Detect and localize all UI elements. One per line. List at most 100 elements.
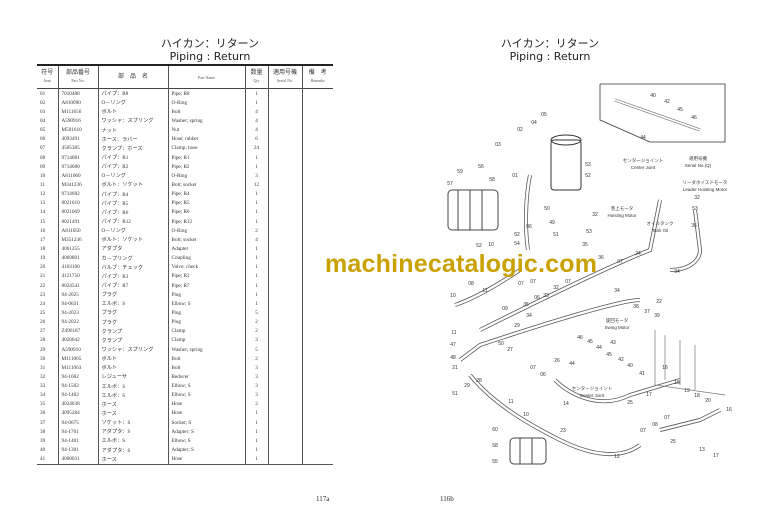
diagram-note: 巻上モータ <box>611 205 634 212</box>
title-jp: ハイカン：リターン <box>500 37 600 50</box>
part-name-en: Pipe; R2 <box>167 162 245 172</box>
diagram-note: リーダホイスドモータ <box>683 179 728 186</box>
item-number: 17 <box>40 236 46 243</box>
part-name-jp: O－リング <box>97 98 168 108</box>
remarks-cell <box>301 299 333 309</box>
serial-cell <box>267 317 302 327</box>
part-name-jp: クランプ <box>97 335 168 345</box>
quantity: 4 <box>244 235 268 245</box>
part-name-jp: O－リング <box>97 226 168 236</box>
serial-cell <box>267 390 302 400</box>
part-number: M501610 <box>57 125 98 135</box>
header-jp: 数量 <box>250 70 263 76</box>
serial-cell <box>267 290 302 300</box>
remarks-cell <box>301 399 333 409</box>
part-number: A811050 <box>57 226 98 236</box>
item-number: 29 <box>40 346 46 353</box>
callout-label: 09 <box>502 306 508 312</box>
callout-label: 45 <box>587 339 593 345</box>
serial-cell <box>267 107 302 117</box>
callout-label: 07 <box>530 365 536 371</box>
quantity: 1 <box>244 216 268 227</box>
callout-label: 28 <box>476 378 482 384</box>
serial-cell <box>267 189 302 199</box>
serial-cell <box>267 381 302 391</box>
header-en: Part No. <box>71 78 85 83</box>
callout-label: 32 <box>592 212 598 218</box>
callout-label: 19 <box>684 388 690 394</box>
remarks-cell <box>301 363 333 373</box>
part-name-jp: エルボ：S <box>97 381 168 391</box>
part-number: 94-2022 <box>57 317 98 327</box>
callout-label: 46 <box>577 335 583 341</box>
remarks-cell <box>301 125 333 135</box>
callout-label: 16 <box>662 365 668 371</box>
watermark: machinecatalogic.com <box>325 250 598 278</box>
callout-label: 04 <box>531 120 537 126</box>
part-name-jp: ホース <box>97 408 168 419</box>
part-number: A810090 <box>57 98 98 108</box>
item-number: 31 <box>40 364 46 371</box>
item-number: 39 <box>40 437 46 444</box>
quantity: 1 <box>244 271 268 281</box>
callout-label: 18 <box>694 393 700 399</box>
part-name-en: Pipe; R5 <box>167 198 245 208</box>
part-name-en: Plug <box>167 290 245 300</box>
quantity: 1 <box>244 189 268 199</box>
serial-cell <box>267 88 302 99</box>
callout-label: 55 <box>492 459 498 465</box>
part-number: 94-0675 <box>57 418 98 428</box>
item-number: 12 <box>40 191 46 198</box>
callout-label: 32 <box>553 285 559 291</box>
tank-panel <box>654 330 726 396</box>
part-name-en: Clamp <box>167 335 245 345</box>
diagram-note: センタージョイント <box>572 385 612 392</box>
callout-label: 08 <box>652 422 658 428</box>
right-page-title: ハイカン：リターン Piping : Return <box>470 37 630 63</box>
serial-cell <box>267 125 302 135</box>
diagram-note: Center Joint <box>580 393 605 398</box>
remarks-cell <box>301 216 333 227</box>
quantity: 3 <box>244 335 268 345</box>
quantity: 1 <box>244 427 268 437</box>
callout-label: 07 <box>565 279 571 285</box>
part-name-en: Hose <box>167 399 245 409</box>
serial-cell <box>267 354 302 364</box>
part-name-en: O-Ring <box>167 98 245 108</box>
serial-cell <box>267 308 302 318</box>
callout-label: 44 <box>640 135 646 141</box>
quantity: 2 <box>244 226 268 236</box>
callout-label: 38 <box>633 304 639 310</box>
callout-label: 34 <box>674 269 680 275</box>
callout-label: 52 <box>514 232 520 238</box>
part-name-en: Bolt <box>167 107 245 117</box>
callout-label: 10 <box>450 293 456 299</box>
quantity: 1 <box>244 253 268 263</box>
part-name-en: Adapter; S <box>167 427 245 437</box>
control-valve-upper <box>447 189 499 231</box>
item-number: 01 <box>40 90 46 97</box>
remarks-cell <box>301 280 333 291</box>
callout-label: 21 <box>452 365 458 371</box>
quantity: 1 <box>244 418 268 428</box>
remarks-cell <box>301 171 333 181</box>
left-page-title: ハイカン：リターン Piping : Return <box>130 37 290 63</box>
serial-cell <box>267 280 302 291</box>
callout-label: 60 <box>492 427 498 433</box>
part-name-en: Reducer <box>167 372 245 382</box>
quantity: 1 <box>244 408 268 419</box>
callout-label: 56 <box>478 164 484 170</box>
part-name-en: Bolt; socket <box>167 180 245 190</box>
remarks-cell <box>301 180 333 190</box>
